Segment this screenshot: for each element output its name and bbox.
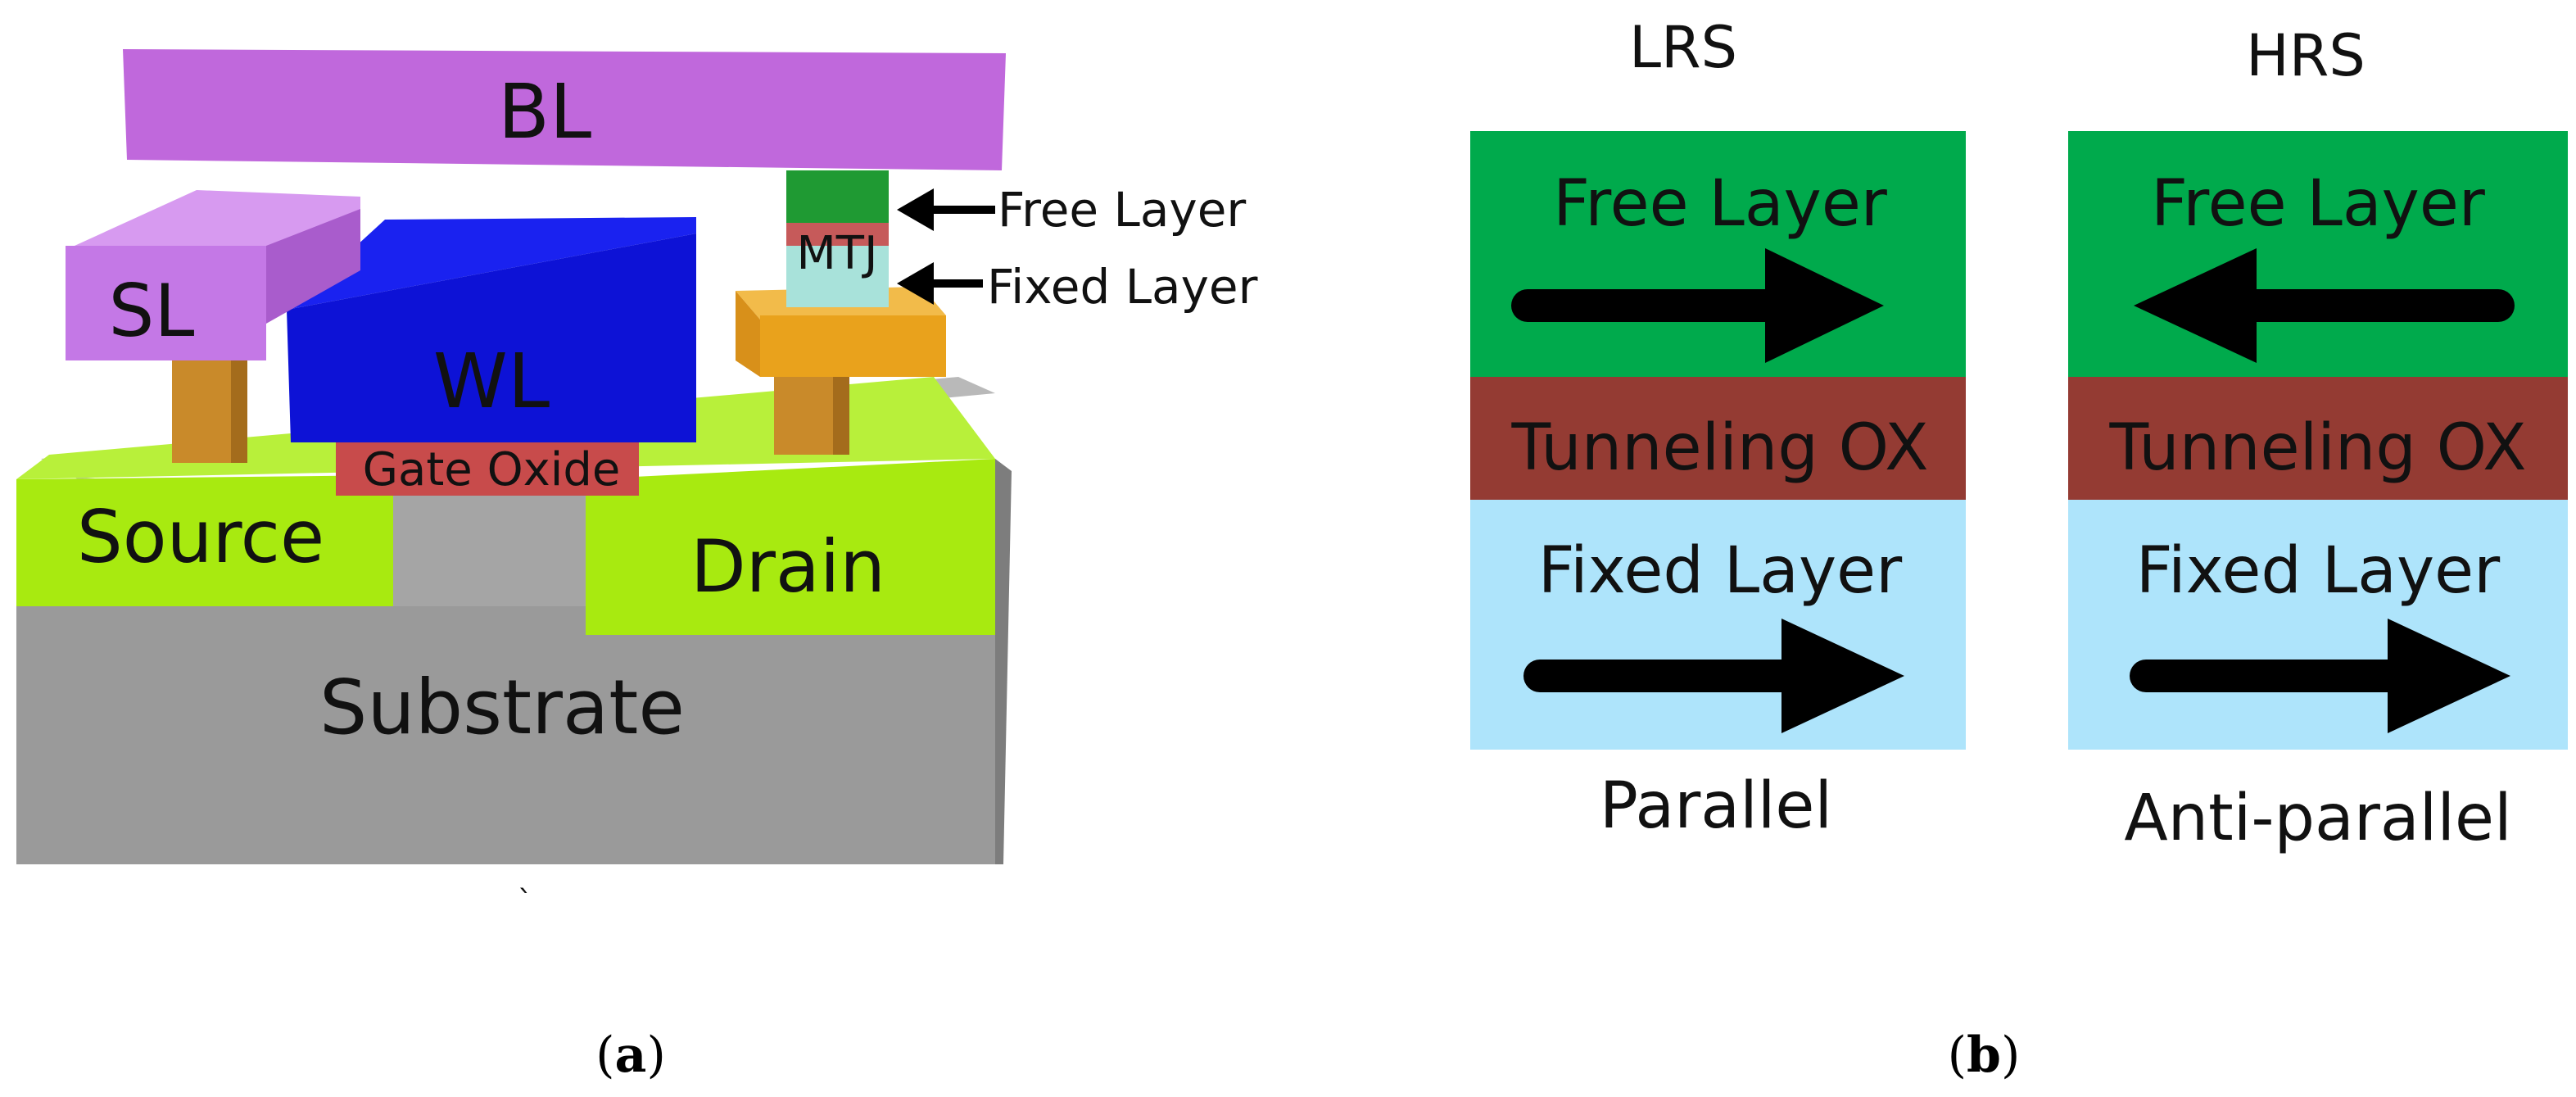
channel-well bbox=[393, 479, 586, 606]
lrs-stack: LRS Free Layer Tunneling OX Fixed Layer … bbox=[1470, 14, 1966, 843]
fixed-layer-callout-label: Fixed Layer bbox=[987, 259, 1258, 315]
bl-bar bbox=[123, 49, 1006, 170]
caption-b: (b) bbox=[1948, 1027, 2021, 1084]
gate-oxide-block bbox=[336, 430, 639, 496]
drain-label: Drain bbox=[690, 524, 885, 609]
hrs-fixed-layer bbox=[2068, 500, 2568, 750]
wl-top bbox=[287, 217, 696, 310]
sl-side bbox=[266, 209, 360, 324]
mtj-free-part bbox=[786, 170, 889, 223]
hrs-fixed-arrow-icon bbox=[2130, 619, 2510, 733]
hrs-state-label: Anti-parallel bbox=[2124, 782, 2511, 855]
drain-via-shade bbox=[833, 373, 849, 455]
bl-label: BL bbox=[498, 68, 591, 156]
lrs-tunneling-label: Tunneling OX bbox=[1510, 411, 1928, 485]
hrs-free-label: Free Layer bbox=[2151, 167, 2486, 241]
wl-front bbox=[287, 233, 696, 442]
lrs-free-label: Free Layer bbox=[1553, 167, 1888, 241]
drain-cap-body bbox=[760, 315, 946, 377]
sl-front bbox=[66, 246, 266, 360]
lrs-free-arrow-icon bbox=[1511, 248, 1884, 363]
free-layer-callout: Free Layer bbox=[897, 182, 1246, 238]
substrate-side bbox=[995, 459, 1012, 864]
hrs-free-arrow-icon bbox=[2134, 248, 2515, 363]
substrate-label: Substrate bbox=[319, 664, 685, 751]
lrs-free-layer bbox=[1470, 131, 1966, 377]
mtj-oxide-part bbox=[786, 221, 889, 246]
hrs-title: HRS bbox=[2246, 22, 2365, 89]
lrs-title: LRS bbox=[1629, 14, 1737, 81]
lrs-fixed-layer bbox=[1470, 500, 1966, 750]
hrs-fixed-label: Fixed Layer bbox=[2136, 534, 2501, 608]
fixed-layer-callout: Fixed Layer bbox=[897, 259, 1258, 315]
substrate-front bbox=[16, 573, 1003, 864]
sl-label: SL bbox=[109, 269, 195, 353]
sl-via-shade bbox=[231, 360, 247, 463]
lrs-fixed-label: Fixed Layer bbox=[1538, 534, 1903, 608]
source-region bbox=[16, 475, 393, 606]
free-layer-callout-label: Free Layer bbox=[998, 182, 1246, 238]
caption-a: (a) bbox=[595, 1027, 666, 1084]
lrs-tunneling-layer bbox=[1470, 377, 1966, 500]
mtj-fixed-part bbox=[786, 244, 889, 307]
stray-mark: ` bbox=[518, 885, 532, 918]
drain-cap-front bbox=[736, 291, 760, 377]
drain-region bbox=[586, 459, 995, 635]
mtj-label: MTJ bbox=[796, 227, 877, 280]
wl-label: WL bbox=[433, 338, 550, 425]
hrs-stack: HRS Free Layer Tunneling OX Fixed Layer … bbox=[2068, 22, 2568, 855]
lrs-fixed-arrow-icon bbox=[1523, 619, 1904, 733]
gate-oxide-label: Gate Oxide bbox=[363, 443, 621, 496]
hrs-tunneling-label: Tunneling OX bbox=[2108, 411, 2526, 485]
device-3d-diagram: BL SL WL Gate Oxide MTJ Source Drain Sub… bbox=[16, 49, 1258, 918]
lrs-state-label: Parallel bbox=[1600, 769, 1832, 843]
hrs-tunneling-layer bbox=[2068, 377, 2568, 500]
source-label: Source bbox=[77, 495, 324, 579]
hrs-free-layer bbox=[2068, 131, 2568, 377]
